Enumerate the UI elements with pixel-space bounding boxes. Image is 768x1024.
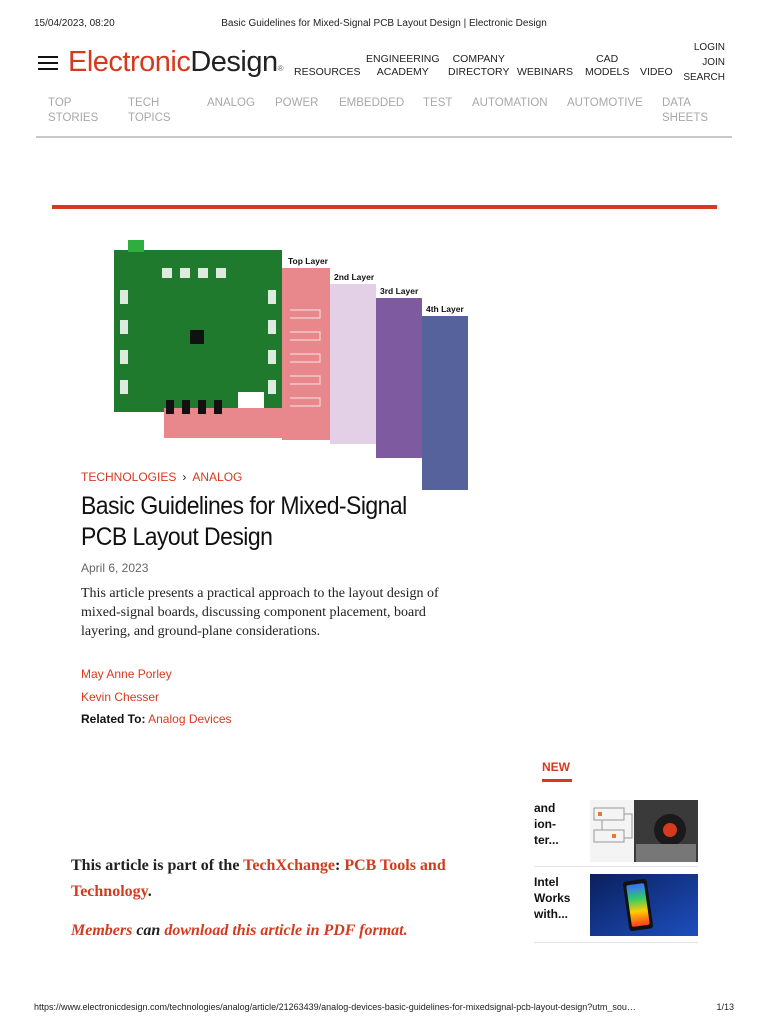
related-to: Related To: Analog Devices: [81, 712, 232, 726]
article-summary: This article presents a practical approa…: [81, 586, 439, 639]
sidebar-divider: [534, 866, 698, 867]
print-page-number: 1/13: [716, 1002, 734, 1012]
layer-4-plane: [422, 316, 468, 490]
logo-text-design: Design: [190, 46, 278, 78]
print-page-title: Basic Guidelines for Mixed-Signal PCB La…: [221, 18, 547, 29]
chevron-right-icon: ›: [182, 470, 187, 484]
author-link[interactable]: Kevin Chesser: [81, 690, 160, 704]
sidebar-divider: [534, 942, 698, 943]
download-pdf-link[interactable]: download this article in PDF format: [164, 922, 404, 939]
layer-3-plane: [376, 298, 422, 458]
logo-text-electronic: Electronic: [68, 46, 191, 78]
breadcrumb: TECHNOLOGIES › ANALOG: [81, 470, 242, 484]
sidebar-story-thumbnail[interactable]: [590, 800, 698, 862]
techxchange-link[interactable]: TechXchange: [243, 857, 335, 874]
layer-label-top: Top Layer: [288, 256, 329, 266]
login-link[interactable]: LOGIN: [693, 42, 725, 53]
related-label: Related To:: [81, 712, 146, 726]
hero-image: Top Layer 2nd Layer 3rd Layer 4th Layer: [72, 240, 472, 490]
sidebar-story-thumbnail[interactable]: [590, 874, 698, 936]
section-automation[interactable]: AUTOMATION: [472, 97, 548, 109]
menu-icon[interactable]: [38, 56, 58, 72]
nav-resources[interactable]: RESOURCES: [294, 66, 361, 78]
crumb-analog[interactable]: ANALOG: [192, 470, 243, 484]
layer-label-2nd: 2nd Layer: [334, 272, 375, 282]
section-power[interactable]: POWER: [275, 97, 319, 109]
section-test[interactable]: TEST: [423, 97, 453, 109]
nav-video[interactable]: VIDEO: [640, 66, 673, 78]
print-url: https://www.electronicdesign.com/technol…: [34, 1002, 636, 1012]
new-section-label: NEW: [542, 760, 570, 774]
section-automotive[interactable]: AUTOMOTIVE: [567, 97, 643, 109]
techxchange-note: This article is part of the TechXchange:…: [71, 857, 446, 900]
site-logo[interactable]: ElectronicDesign®: [68, 45, 284, 86]
search-link[interactable]: SEARCH: [683, 72, 725, 83]
new-underline: [542, 779, 572, 782]
utility-links: LOGIN JOIN SEARCH: [683, 40, 725, 85]
publish-date: April 6, 2023: [81, 561, 149, 575]
related-link[interactable]: Analog Devices: [148, 712, 232, 726]
section-analog[interactable]: ANALOG: [207, 97, 255, 109]
print-datetime: 15/04/2023, 08:20: [34, 18, 115, 29]
registered-mark: ®: [277, 64, 284, 73]
pcb-connector: [128, 240, 144, 252]
layer-label-3rd: 3rd Layer: [380, 286, 419, 296]
layer-label-4th: 4th Layer: [426, 304, 464, 314]
author-link[interactable]: May Anne Porley: [81, 667, 172, 681]
join-link[interactable]: JOIN: [702, 57, 725, 68]
print-header: 15/04/2023, 08:20 Basic Guidelines for M…: [34, 18, 734, 32]
section-embedded[interactable]: EMBEDDED: [339, 97, 405, 109]
crumb-technologies[interactable]: TECHNOLOGIES: [81, 470, 177, 484]
pcb-lower-strip: [164, 408, 282, 438]
nav-webinars[interactable]: WEBINARS: [517, 66, 574, 78]
adi-logo-patch: [238, 392, 264, 408]
members-note: Members can download this article in PDF…: [71, 922, 408, 939]
layer-2-plane: [330, 284, 376, 444]
section-divider: [52, 205, 717, 209]
members-link[interactable]: Members: [71, 922, 133, 939]
